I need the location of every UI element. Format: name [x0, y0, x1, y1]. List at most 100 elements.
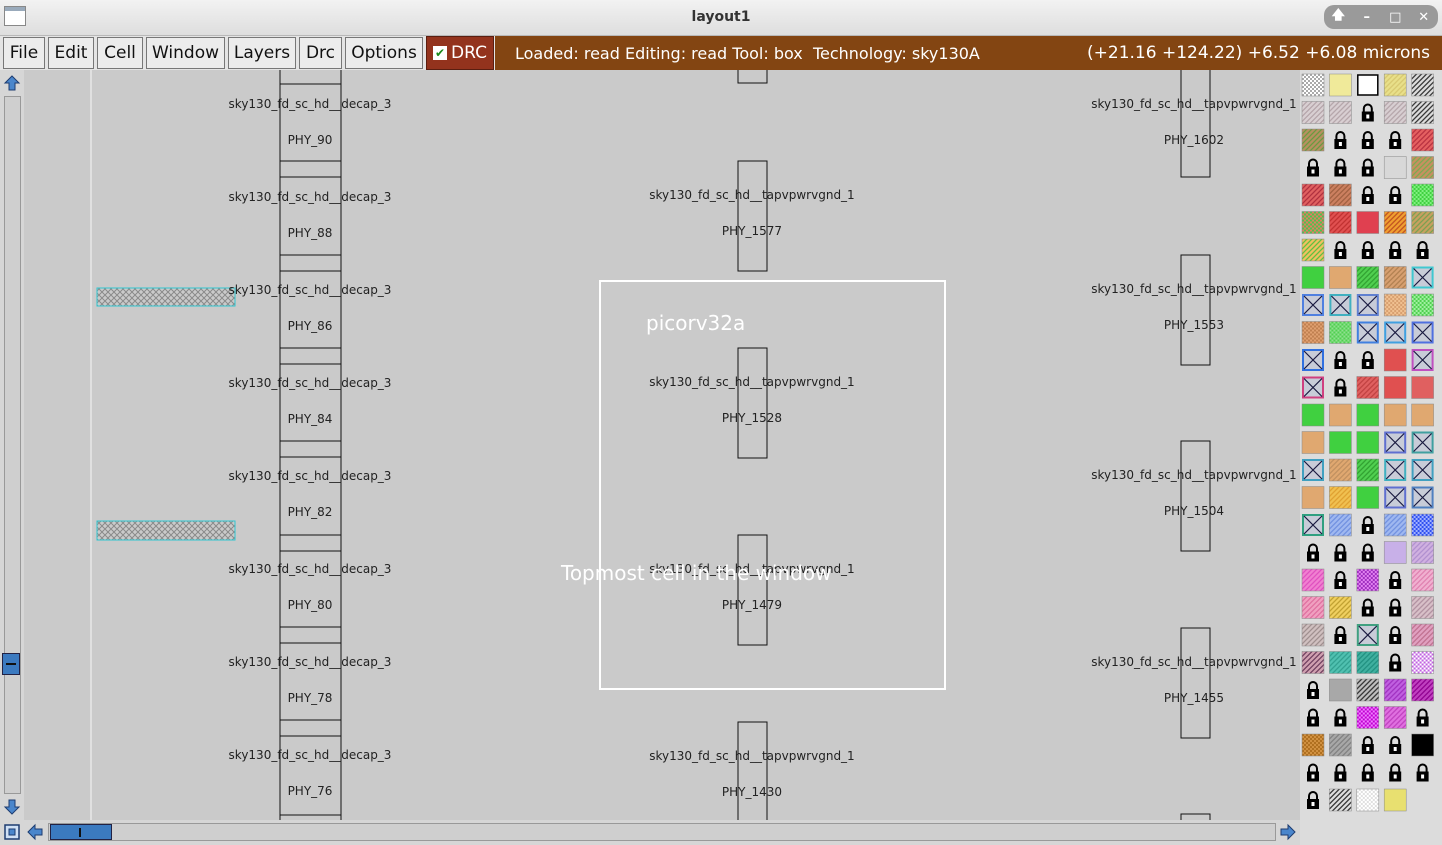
- layer-swatch[interactable]: [1411, 403, 1434, 427]
- layer-swatch[interactable]: [1383, 403, 1407, 427]
- lock-icon[interactable]: [1329, 761, 1352, 784]
- layer-swatch[interactable]: [1411, 156, 1434, 179]
- layer-swatch[interactable]: [1356, 706, 1380, 729]
- zoom-box-icon[interactable]: [2, 822, 22, 842]
- lock-icon[interactable]: [1356, 761, 1379, 784]
- layer-swatch[interactable]: [1411, 183, 1434, 207]
- lock-icon[interactable]: [1302, 761, 1324, 784]
- layer-swatch[interactable]: [1329, 403, 1352, 427]
- layer-swatch[interactable]: [1329, 211, 1352, 234]
- lock-icon[interactable]: [1329, 624, 1352, 646]
- layer-swatch[interactable]: [1383, 101, 1407, 124]
- layer-swatch[interactable]: [1356, 458, 1380, 482]
- layer-swatch[interactable]: [1301, 651, 1325, 674]
- layer-swatch[interactable]: [1411, 541, 1434, 564]
- tap-cell-instance[interactable]: [737, 160, 768, 272]
- minimize-icon[interactable]: –: [1363, 9, 1371, 25]
- drc-toggle[interactable]: ✔ DRC: [426, 36, 494, 70]
- lock-icon[interactable]: [1356, 184, 1379, 206]
- layer-swatch[interactable]: [1411, 678, 1434, 702]
- layer-swatch[interactable]: [1384, 321, 1407, 344]
- lock-icon[interactable]: [1356, 156, 1379, 179]
- layer-swatch[interactable]: [1411, 568, 1434, 592]
- layer-swatch[interactable]: [1301, 623, 1325, 647]
- layer-swatch[interactable]: [1357, 74, 1379, 96]
- lock-icon[interactable]: [1356, 129, 1379, 151]
- layer-swatch[interactable]: [1411, 128, 1434, 152]
- layer-swatch[interactable]: [1356, 788, 1380, 812]
- layer-swatch[interactable]: [1383, 348, 1407, 372]
- lock-icon[interactable]: [1329, 706, 1352, 729]
- lock-icon[interactable]: [1329, 239, 1352, 261]
- layer-swatch[interactable]: [1411, 349, 1434, 371]
- layer-swatch[interactable]: [1301, 733, 1325, 757]
- layer-swatch[interactable]: [1301, 321, 1325, 344]
- lock-icon[interactable]: [1411, 239, 1434, 261]
- lock-icon[interactable]: [1329, 376, 1352, 399]
- layer-swatch[interactable]: [1329, 651, 1352, 674]
- tap-cell-instance[interactable]: [1180, 813, 1211, 820]
- layer-swatch[interactable]: [1384, 486, 1407, 509]
- layer-swatch[interactable]: [1301, 128, 1325, 152]
- layer-swatch[interactable]: [1329, 486, 1352, 509]
- up-arrow-icon[interactable]: 🡅: [1331, 8, 1345, 23]
- lock-icon[interactable]: [1356, 596, 1379, 619]
- layer-swatch[interactable]: [1301, 73, 1325, 97]
- close-icon[interactable]: ✕: [1418, 9, 1430, 25]
- lock-icon[interactable]: [1356, 349, 1379, 371]
- lock-icon[interactable]: [1384, 184, 1407, 206]
- tap-cell-instance[interactable]: [1180, 254, 1211, 366]
- layer-swatch[interactable]: [1383, 678, 1407, 702]
- lock-icon[interactable]: [1384, 569, 1407, 591]
- lock-icon[interactable]: [1384, 651, 1407, 674]
- layer-swatch[interactable]: [1383, 73, 1407, 97]
- lock-icon[interactable]: [1384, 734, 1407, 756]
- layer-swatch[interactable]: [1301, 568, 1325, 592]
- tap-cell-instance[interactable]: [1180, 70, 1211, 178]
- layer-swatch[interactable]: [1356, 211, 1380, 234]
- layer-swatch[interactable]: [1383, 541, 1407, 564]
- lock-icon[interactable]: [1302, 156, 1324, 179]
- layer-swatch[interactable]: [1411, 459, 1434, 481]
- layer-swatch[interactable]: [1302, 349, 1324, 371]
- layer-swatch[interactable]: [1384, 459, 1407, 481]
- layer-swatch[interactable]: [1411, 651, 1434, 674]
- selection-box[interactable]: [599, 280, 946, 690]
- layer-swatch[interactable]: [1301, 101, 1325, 124]
- layer-swatch[interactable]: [1356, 266, 1380, 289]
- tap-cell-instance[interactable]: [737, 347, 768, 459]
- layer-swatch[interactable]: [1329, 266, 1352, 289]
- lock-icon[interactable]: [1329, 156, 1352, 179]
- tap-cell-instance[interactable]: [737, 721, 768, 820]
- layer-swatch[interactable]: [1356, 568, 1380, 592]
- layer-swatch[interactable]: [1383, 293, 1407, 317]
- lock-icon[interactable]: [1356, 734, 1379, 756]
- layer-swatch[interactable]: [1356, 651, 1380, 674]
- lock-icon[interactable]: [1384, 624, 1407, 646]
- layer-swatch[interactable]: [1329, 431, 1352, 454]
- lock-icon[interactable]: [1384, 596, 1407, 619]
- layer-swatch[interactable]: [1411, 623, 1434, 647]
- layer-swatch[interactable]: [1301, 238, 1325, 262]
- layer-swatch[interactable]: [1356, 431, 1380, 454]
- menu-layers[interactable]: Layers: [228, 37, 296, 69]
- scroll-right-icon[interactable]: [1278, 822, 1298, 842]
- layer-swatch[interactable]: [1383, 266, 1407, 289]
- layer-swatch[interactable]: [1329, 678, 1352, 702]
- tap-cell-instance[interactable]: [737, 70, 768, 84]
- lock-icon[interactable]: [1329, 129, 1352, 151]
- layer-swatch[interactable]: [1383, 788, 1407, 812]
- lock-icon[interactable]: [1384, 761, 1407, 784]
- scroll-left-icon[interactable]: [25, 822, 45, 842]
- layer-swatch[interactable]: [1411, 211, 1434, 234]
- layer-swatch[interactable]: [1302, 294, 1324, 316]
- layer-swatch[interactable]: [1356, 678, 1380, 702]
- layer-swatch[interactable]: [1329, 788, 1352, 812]
- layer-swatch[interactable]: [1301, 403, 1325, 427]
- menu-options[interactable]: Options: [345, 37, 423, 69]
- layer-swatch[interactable]: [1302, 376, 1324, 399]
- layer-swatch[interactable]: [1356, 486, 1380, 509]
- vertical-scroll-thumb[interactable]: [2, 653, 20, 675]
- layer-swatch[interactable]: [1356, 294, 1379, 316]
